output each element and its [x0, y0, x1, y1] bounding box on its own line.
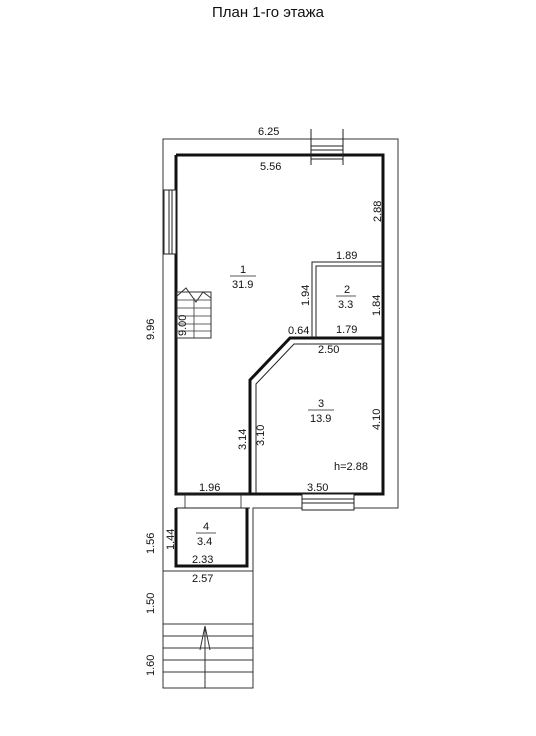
room1-number: 1	[240, 264, 246, 276]
dim-room3-top: 2.50	[318, 344, 339, 356]
dim-room2-height-right: 1.84	[371, 295, 383, 316]
dim-room2-bottom: 1.79	[336, 324, 357, 336]
room3-number: 3	[318, 398, 324, 410]
dim-porch-width-inner: 2.33	[192, 554, 213, 566]
dim-stairs-lower: 1.60	[145, 655, 157, 676]
dim-corridor-gap: 0.64	[288, 325, 309, 337]
room1-area: 31.9	[232, 279, 253, 291]
dim-porch-height-inner: 1.44	[165, 529, 177, 550]
window-bottom	[301, 493, 355, 511]
entrance-threshold	[176, 493, 250, 509]
exterior-stairs	[162, 570, 254, 689]
dim-porch-height-outer: 1.56	[145, 533, 157, 554]
room2-number: 2	[344, 284, 350, 296]
dim-left-outer: 9.96	[145, 319, 157, 340]
room2-area: 3.3	[338, 299, 353, 311]
internal-staircase	[176, 287, 212, 339]
window-top	[310, 129, 344, 165]
dim-room2-width: 1.89	[336, 250, 357, 262]
dim-room3-left-a: 3.14	[237, 429, 249, 450]
dim-room3-right: 4.10	[371, 409, 383, 430]
dim-left-inner: 9.00	[177, 315, 189, 336]
dim-bottom-right: 3.50	[307, 482, 328, 494]
window-left	[163, 189, 177, 255]
corridor-inner-line	[255, 343, 383, 494]
room3-area: 13.9	[310, 413, 331, 425]
room2-partition	[311, 261, 383, 338]
room4-number: 4	[203, 521, 209, 533]
plan-title: План 1-го этажа	[211, 4, 325, 21]
dim-room2-height-left: 1.94	[300, 285, 312, 306]
dim-room3-left-b: 3.10	[255, 425, 267, 446]
dim-top-outer: 6.25	[258, 126, 279, 138]
dim-stairs-upper: 1.50	[145, 593, 157, 614]
dim-porch-width-outer: 2.57	[192, 573, 213, 585]
dim-top-inner: 5.56	[260, 161, 281, 173]
dim-bottom-left: 1.96	[199, 482, 220, 494]
room4-area: 3.4	[197, 536, 212, 548]
outer-wall-outline	[162, 138, 399, 572]
dim-right-upper: 2.88	[372, 201, 384, 222]
room2-partition-inner	[315, 265, 383, 338]
porch-walls	[174, 508, 249, 568]
room3-height-note: h=2.88	[334, 461, 368, 473]
